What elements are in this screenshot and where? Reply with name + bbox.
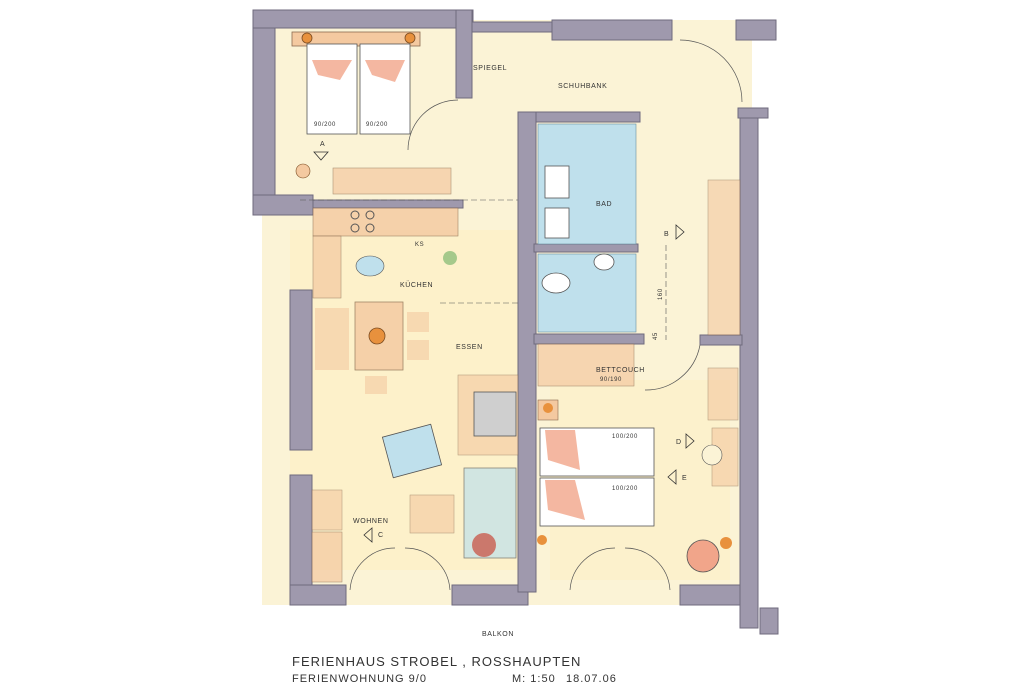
view-marker-c: C <box>363 527 384 543</box>
label-schuhbank: SCHUHBANK <box>558 83 607 90</box>
label-kuechen: KÜCHEN <box>400 281 433 289</box>
label-essen: ESSEN <box>456 344 483 351</box>
dimension-45: 45 <box>653 332 659 340</box>
bed-size-right: 90/200 <box>366 122 388 128</box>
svg-text:B: B <box>664 231 669 238</box>
bedroom-2 <box>537 179 741 573</box>
view-marker-b: B <box>664 224 685 240</box>
walls <box>252 9 779 635</box>
bathroom <box>537 123 637 333</box>
guide-lines <box>300 199 667 340</box>
plan-title: FERIENHAUS STROBEL , ROSSHAUPTEN <box>292 654 582 669</box>
svg-text:A: A <box>320 141 325 148</box>
plan-date: 18.07.06 <box>566 673 617 685</box>
label-bettcouch: BETTCOUCH <box>596 367 645 374</box>
living-area <box>311 207 519 583</box>
view-marker-d: D <box>676 433 695 449</box>
bedroom-1 <box>291 31 452 195</box>
label-balkon: BALKON <box>482 631 514 638</box>
bed2-size-top: 100/200 <box>612 434 638 440</box>
label-ks: KS <box>415 242 424 248</box>
label-spiegel: SPIEGEL <box>473 65 507 72</box>
label-wohnen: WOHNEN <box>353 518 389 525</box>
svg-text:D: D <box>676 439 682 446</box>
view-marker-a: A <box>313 141 329 161</box>
label-bad: BAD <box>596 201 612 208</box>
plan-scale: M: 1:50 <box>512 673 556 685</box>
plan-subtitle: FERIENWOHNUNG 9/0 <box>292 673 427 685</box>
bed-size-left: 90/200 <box>314 122 336 128</box>
doors <box>349 39 743 591</box>
dimension-160: 160 <box>658 288 664 300</box>
svg-text:E: E <box>682 475 687 482</box>
svg-text:C: C <box>378 532 384 539</box>
view-marker-e: E <box>667 469 687 485</box>
bed2-size-bottom: 100/200 <box>612 486 638 492</box>
label-bettcouch-size: 90/190 <box>600 377 622 383</box>
